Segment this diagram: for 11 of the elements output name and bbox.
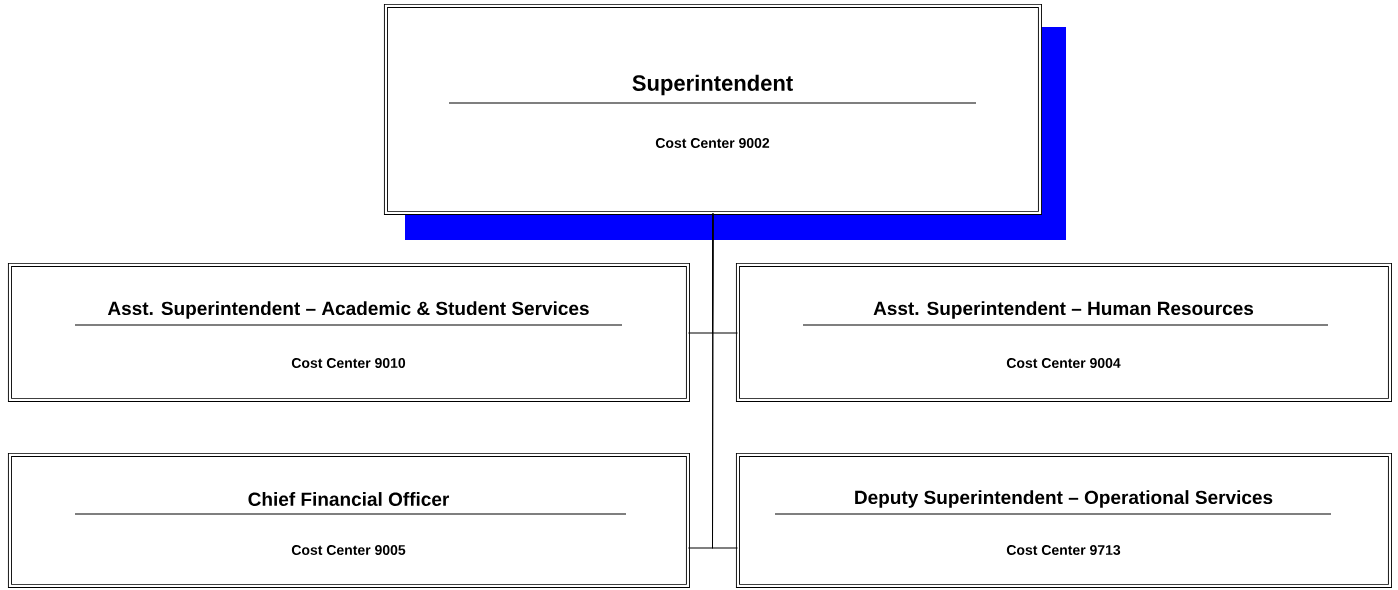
cost-center-label: Cost Center 9005 bbox=[291, 545, 406, 555]
cost-center-label: Cost Center 9004 bbox=[1006, 358, 1121, 368]
cost-center-label: Cost Center 9002 bbox=[655, 138, 770, 148]
cost-center-label: Cost Center 9713 bbox=[1006, 545, 1121, 555]
role-title: Deputy Superintendent – Operational Services bbox=[855, 490, 1273, 508]
role-title: Asst. Superintendent – Human Resources bbox=[873, 301, 1254, 319]
role-title: Superintendent bbox=[632, 74, 793, 96]
cost-center-label: Cost Center 9010 bbox=[291, 358, 406, 368]
connector-line bbox=[712, 212, 738, 549]
role-title: Asst. Superintendent – Academic & Student Services bbox=[107, 301, 589, 319]
role-title: Chief Financial Officer bbox=[248, 492, 450, 506]
